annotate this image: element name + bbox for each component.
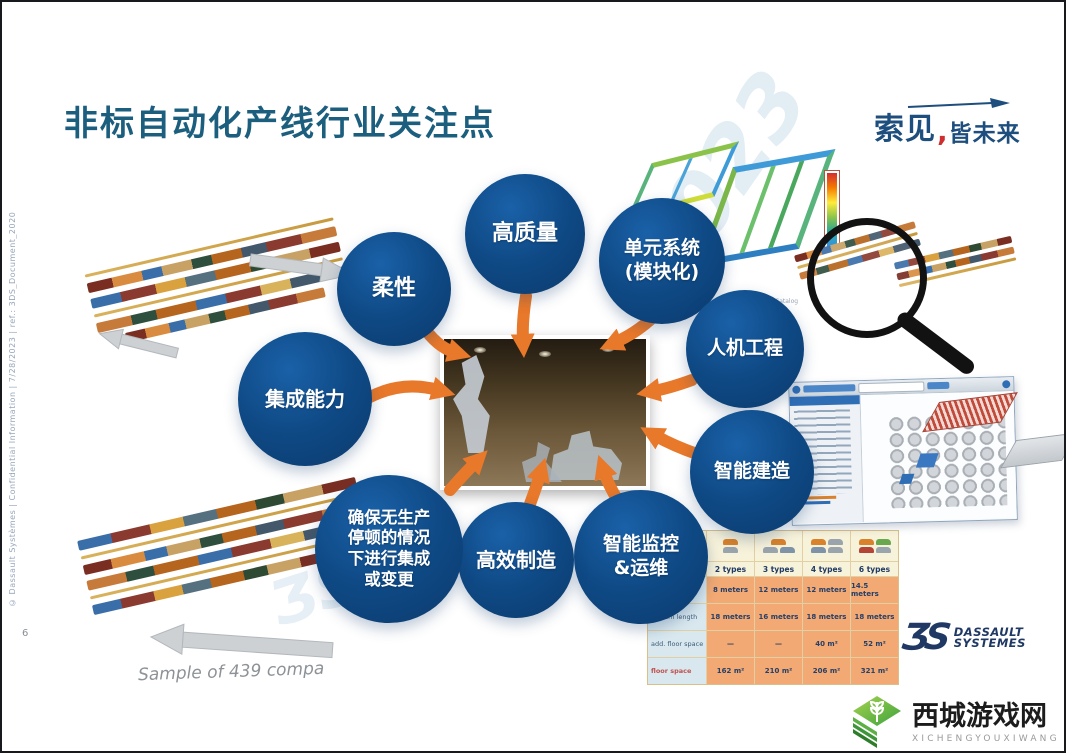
col-header: 4 types — [803, 562, 850, 576]
circle-label: 人机工程 — [706, 337, 783, 360]
car-icons-col3 — [803, 531, 850, 561]
plane-flourish-icon — [880, 98, 1010, 112]
car-icon — [875, 539, 891, 545]
car-icon — [827, 539, 843, 545]
circle-label: 柔性 — [371, 276, 416, 302]
car-icon — [827, 547, 843, 553]
site-watermark-badge: 西城游戏网 XICHENGYOUXIWANG — [850, 690, 1064, 751]
page-title: 非标自动化产线行业关注点 — [64, 104, 496, 144]
table-cell: — — [755, 631, 802, 657]
circle-label: 单元系统 (模块化) — [623, 237, 700, 283]
col-header: 6 types — [851, 562, 898, 576]
circle-label: 集成能力 — [265, 386, 345, 411]
car-icon — [779, 547, 795, 553]
site-name-cn: 西城游戏网 — [912, 700, 1047, 732]
table-cell: 162 m² — [707, 658, 754, 684]
arrow-from-integration — [362, 376, 456, 404]
table-cell: 8 meters — [707, 577, 754, 603]
car-icons-col4 — [851, 531, 898, 561]
car-icon — [771, 539, 786, 545]
circle-unit-system: 单元系统 (模块化) — [599, 198, 725, 324]
table-cell: 18 meters — [707, 604, 754, 630]
car-icon — [858, 539, 874, 545]
table-cell: 52 m² — [851, 631, 898, 657]
circle-label: 高质量 — [491, 221, 558, 247]
slogan-left: 索见 — [874, 112, 936, 147]
car-icon — [723, 547, 738, 553]
dassault-logo: ƷS DASSAULT SYSTEMES — [899, 617, 1026, 658]
circle-quality: 高质量 — [465, 174, 585, 294]
car-icon — [858, 547, 874, 553]
circle-label: 智能建造 — [713, 460, 790, 483]
row-label: floor space — [648, 658, 706, 684]
arrow-from-quality — [510, 290, 535, 358]
ceiling-light — [539, 351, 551, 357]
legend-gradient — [827, 173, 837, 247]
car-icon — [810, 547, 826, 553]
gray-arrow-left-small — [98, 328, 180, 359]
car-icon — [723, 539, 738, 545]
col-header: 3 types — [755, 562, 802, 576]
table-cell: 321 m² — [851, 658, 898, 684]
site-name-en: XICHENGYOUXIWANG — [912, 733, 1060, 744]
slogan-comma: , — [937, 115, 948, 148]
arrow-from-no-stoppage — [444, 450, 488, 496]
slogan-right: 皆未来 — [948, 121, 1021, 147]
copyright-sidebar: © Dassault Systèmes | Confidential Infor… — [8, 211, 17, 607]
comparison-table: 2 types 3 types 4 types 6 types 8 meters… — [647, 530, 899, 685]
brand-slogan: 索见 , 皆未来 — [874, 104, 1021, 148]
car-icons-col1 — [707, 531, 754, 561]
arrow-from-efficient-mfg — [524, 457, 550, 510]
vendor-name-line1: DASSAULT — [953, 625, 1024, 639]
table-cell: 40 m² — [803, 631, 850, 657]
circle-label: 确保无生产 停顿的情况 下进行集成 或变更 — [347, 507, 431, 589]
table-cell: 18 meters — [851, 604, 898, 630]
arrow-from-intelligent-construction — [640, 427, 703, 460]
page-number: 6 — [22, 628, 29, 639]
circle-integration: 集成能力 — [238, 332, 372, 466]
car-icons-col2 — [755, 531, 802, 561]
vendor-name-line2: SYSTEMES — [953, 636, 1026, 650]
table-cell: 210 m² — [755, 658, 802, 684]
arrow-from-ergonomics — [636, 374, 698, 402]
car-icon — [762, 547, 778, 553]
circle-monitoring-ops: 智能监控 &运维 — [574, 490, 708, 624]
3ds-mark-icon: ƷS — [899, 617, 949, 658]
table-cell: 16 meters — [755, 604, 802, 630]
table-cell: — — [707, 631, 754, 657]
table-cell: 12 meters — [803, 577, 850, 603]
circle-intelligent-construction: 智能建造 — [690, 410, 814, 534]
col-header: 2 types — [707, 562, 754, 576]
wheat-diamond-icon — [853, 695, 901, 748]
car-icon — [875, 547, 891, 553]
circle-ergonomics: 人机工程 — [686, 290, 804, 408]
circle-flexibility: 柔性 — [337, 232, 451, 346]
arrow-from-unit-system — [599, 314, 656, 351]
circle-no-stoppage: 确保无生产 停顿的情况 下进行集成 或变更 — [315, 475, 463, 623]
ceiling-light — [474, 347, 486, 353]
row-label: add. floor space — [648, 631, 706, 657]
circle-label: 高效制造 — [476, 547, 556, 572]
table-cell: 14.5 meters — [851, 577, 898, 603]
circle-efficient-mfg: 高效制造 — [458, 502, 574, 618]
table-cell: 206 m² — [803, 658, 850, 684]
gray-arrow-left — [149, 623, 334, 659]
table-cell: 18 meters — [803, 604, 850, 630]
table-cell: 12 meters — [755, 577, 802, 603]
circle-label: 智能监控 &运维 — [602, 533, 679, 579]
magnifier-icon — [807, 218, 927, 338]
car-icon — [810, 539, 826, 545]
